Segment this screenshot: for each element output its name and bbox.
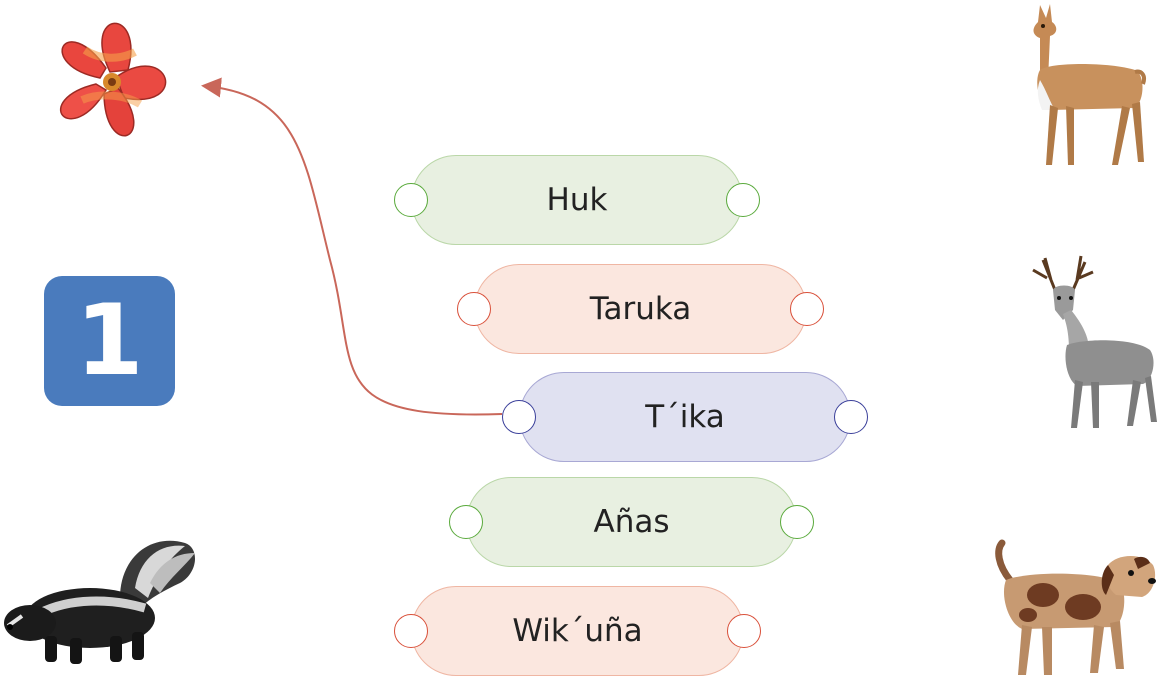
word-pill-tika[interactable]: T´ika	[502, 372, 868, 462]
left-connector-dot[interactable]	[394, 183, 428, 217]
left-connector-dot[interactable]	[502, 400, 536, 434]
word-label: T´ika	[645, 399, 725, 435]
right-connector-dot[interactable]	[780, 505, 814, 539]
word-pill-wikuna[interactable]: Wik´uña	[394, 586, 761, 676]
word-label: Huk	[546, 182, 608, 218]
deer-picture[interactable]	[1015, 250, 1160, 435]
right-connector-dot[interactable]	[726, 183, 760, 217]
left-connector-dot[interactable]	[449, 505, 483, 539]
word-pill-taruka[interactable]: Taruka	[457, 264, 824, 354]
vicuna-picture[interactable]	[1010, 0, 1160, 175]
number-badge: 1	[44, 276, 175, 406]
badge-number: 1	[75, 284, 144, 398]
word-label: Taruka	[589, 291, 692, 327]
skunk-picture[interactable]	[0, 528, 205, 668]
left-connector-dot[interactable]	[457, 292, 491, 326]
left-connector-dot[interactable]	[394, 614, 428, 648]
word-pill-anas[interactable]: Añas	[449, 477, 814, 567]
dog-picture[interactable]	[988, 535, 1160, 681]
flower-picture[interactable]	[40, 8, 180, 153]
word-label: Añas	[593, 504, 670, 540]
word-label: Wik´uña	[512, 613, 643, 649]
word-pill-huk[interactable]: Huk	[394, 155, 760, 245]
right-connector-dot[interactable]	[790, 292, 824, 326]
right-connector-dot[interactable]	[727, 614, 761, 648]
right-connector-dot[interactable]	[834, 400, 868, 434]
